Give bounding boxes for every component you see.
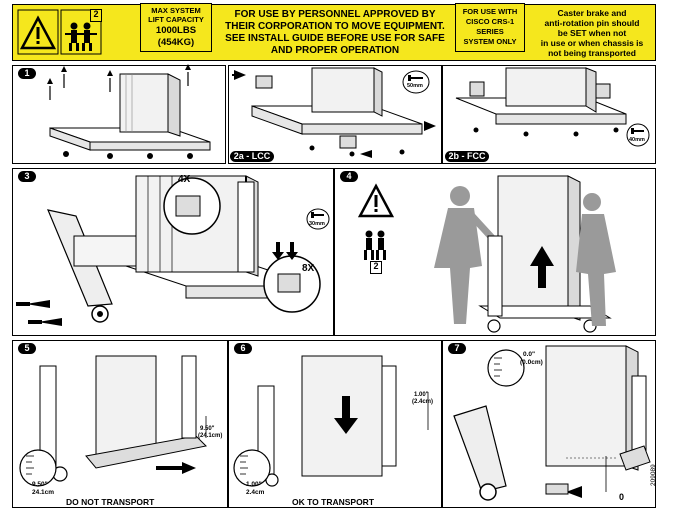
- qty-4x-label: 4X: [178, 174, 191, 185]
- screw-40mm-icon: [626, 123, 650, 147]
- step-1-chassis-illustration: [47, 64, 211, 159]
- personnel-warning-line-2: THEIR CORPORATION TO MOVE EQUIPMENT.: [225, 21, 445, 32]
- caster-warning-line-2: anti-rotation pin should: [544, 18, 640, 28]
- step-7-detach-illustration: [453, 345, 651, 501]
- caster-warning-line-5: not being transported: [548, 48, 636, 58]
- step-3-badge: 3: [18, 171, 36, 182]
- step-6-height-line-1: 1.00": [414, 392, 429, 398]
- screw-50mm-icon: [402, 70, 430, 94]
- system-line-4: SYSTEM ONLY: [463, 37, 517, 46]
- step-2a-badge: 2a - LCC: [230, 151, 274, 162]
- caster-warning-line-3: be SET when not: [557, 28, 627, 38]
- step-5-height-line-2: (24.1cm): [198, 433, 223, 439]
- step-4-person-count: 2: [370, 261, 382, 274]
- qty-8x-label: 8X: [302, 263, 315, 274]
- lift-capacity-box: MAX SYSTEM LIFT CAPACITY 1000LBS (454KG): [140, 3, 212, 52]
- caster-warning-line-1: Caster brake and: [557, 8, 627, 18]
- screw-30mm-label: 30mm: [309, 221, 325, 227]
- personnel-warning-line-1: FOR USE BY PERSONNEL APPROVED BY: [234, 9, 436, 20]
- step-4-badge: 4: [340, 171, 358, 182]
- step-6-caption: OK TO TRANSPORT: [292, 497, 375, 507]
- step-1-badge: 1: [18, 68, 36, 79]
- system-line-3: SERIES: [476, 27, 504, 36]
- caster-warning-line-4: in use or when chassis is: [540, 38, 644, 48]
- step-4-team-lift-illustration: [434, 175, 616, 333]
- step-4-two-person-icon: [364, 230, 386, 260]
- step-6-gauge-line-2: 2.4cm: [246, 489, 265, 496]
- step-4-warning-triangle-icon: [357, 183, 395, 218]
- system-line-2: CISCO CRS-1: [465, 17, 515, 26]
- screw-50mm-label: 50mm: [407, 83, 423, 89]
- warning-banner: [12, 4, 656, 61]
- screw-40mm-label: 40mm: [629, 137, 645, 143]
- person-count-badge: 2: [90, 9, 102, 22]
- step-7-zero-label: 0: [619, 492, 625, 502]
- screw-30mm-icon: [306, 208, 330, 230]
- step-5-gauge-line-1: 9.50": [32, 481, 48, 488]
- personnel-warning-line-4: AND PROPER OPERATION: [270, 45, 400, 56]
- document-id: 209089: [650, 464, 657, 486]
- system-line-1: FOR USE WITH: [462, 7, 518, 16]
- capacity-line-4: (454KG): [157, 37, 195, 48]
- step-6-gauge-line-1: 1.00": [246, 481, 262, 488]
- capacity-line-3: 1000LBS: [155, 25, 197, 36]
- step-7-badge: 7: [448, 343, 466, 354]
- step-2b-badge: 2b - FCC: [445, 151, 489, 162]
- step-5-badge: 5: [18, 343, 36, 354]
- step-6-height-line-2: (2.4cm): [412, 399, 434, 405]
- step-3-lift-attach-illustration: [16, 175, 321, 326]
- step-7-gauge-line-2: (0.0cm): [520, 359, 543, 366]
- step-5-gauge-line-2: 24.1cm: [32, 489, 55, 496]
- system-compatibility-box: FOR USE WITH CISCO CRS-1 SERIES SYSTEM O…: [455, 3, 525, 52]
- step-5-caption: DO NOT TRANSPORT: [66, 497, 155, 507]
- personnel-warning-line-3: SEE INSTALL GUIDE BEFORE USE FOR SAFE: [225, 33, 445, 44]
- step-5-lifted-illustration: [19, 355, 208, 487]
- step-6-lowered-illustration: [233, 355, 429, 487]
- step-5-height-line-1: 9.50": [200, 426, 215, 432]
- capacity-line-2: LIFT CAPACITY: [148, 15, 204, 24]
- step-6-badge: 6: [234, 343, 252, 354]
- warning-triangle-icon: [17, 9, 59, 55]
- step-7-gauge-line-1: 0.0": [523, 351, 536, 358]
- capacity-line-1: MAX SYSTEM: [151, 6, 201, 15]
- step-2b-bracket-illustration: [455, 67, 627, 137]
- two-person-lift-icon: [60, 9, 102, 55]
- step-2a-bracket-illustration: [232, 67, 436, 158]
